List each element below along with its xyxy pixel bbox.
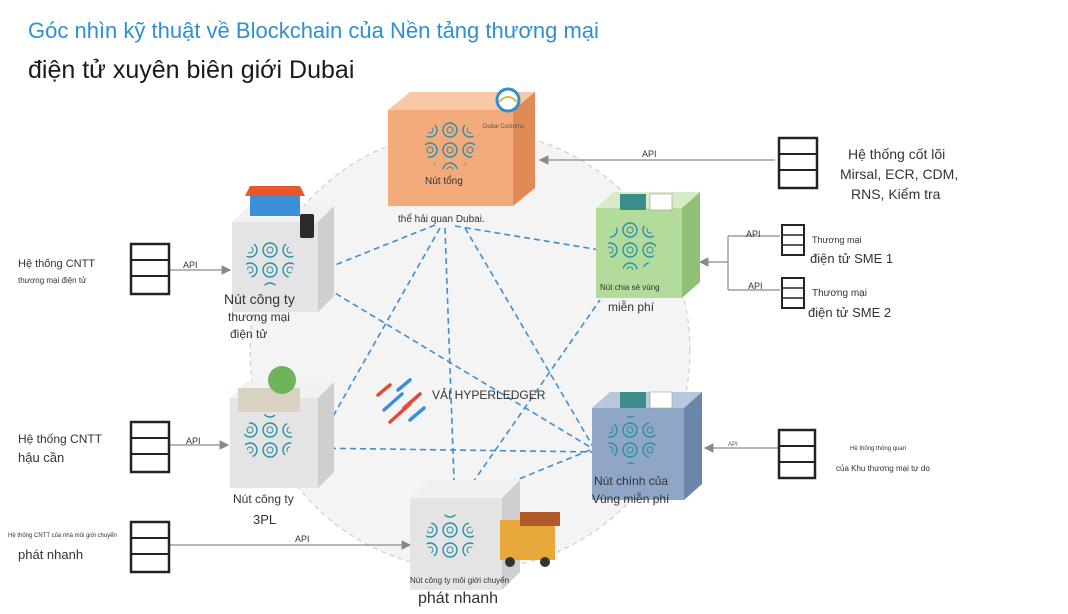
customs-node-cube (388, 92, 535, 206)
ecommerce-node-label-line1: Nút công ty (224, 291, 295, 307)
sme2-label-line2: điện tử SME 2 (808, 305, 892, 320)
api-label-it-ecommerce: API (183, 260, 198, 270)
ecommerce-node-label-line3: điện tử (230, 327, 268, 341)
sme1-label-line1: Thương mại (812, 235, 862, 245)
warehouse-icon (238, 366, 300, 412)
customs-node-sublabel: thể hải quan Dubai. (398, 214, 485, 225)
it-ecommerce-label-line1: Hệ thống CNTT (18, 258, 96, 270)
it-ecommerce-label-line2: thương mại điện tử (18, 276, 87, 285)
dubai-customs-logo (495, 87, 521, 113)
sme1-label-line2: điện tử SME 1 (810, 251, 894, 266)
core-system-label-line3: RNS, Kiểm tra (851, 186, 941, 202)
customs-node-label: Nút tổng (425, 176, 463, 187)
diagram-title-line2: điện tử xuyên biên giới Dubai (28, 56, 355, 84)
core-system-label-line2: Mirsal, ECR, CDM, (840, 166, 959, 182)
courier-node-label-line2: phát nhanh (418, 590, 499, 607)
server-icon-freezone (777, 428, 817, 480)
core-system-label-line1: Hệ thống cốt lõi (848, 146, 946, 162)
freezone-share-node-label-line2: miễn phí (608, 300, 655, 314)
freezone-system-label-line1: Hệ thống thông quan (850, 446, 907, 452)
server-icon-sme2 (781, 277, 805, 309)
logistics-node-label-line2: 3PL (253, 512, 277, 527)
freezone-main-node-cube (592, 391, 702, 500)
courier-node-label-line1: Nút công ty môi giới chuyển (410, 576, 510, 585)
shop-icon (245, 186, 314, 238)
delivery-truck-icon (500, 512, 560, 567)
sme2-label-line1: Thương mại (812, 288, 867, 299)
freezone-system-label-line2: của Khu thương mại tự do (836, 464, 930, 473)
server-icon-it-ecommerce (129, 242, 171, 296)
api-label-freezone: API (728, 442, 738, 448)
api-label-core: API (642, 149, 657, 159)
logistics-node-cube (230, 382, 334, 488)
server-icon-it-logistics (129, 420, 171, 474)
it-courier-label-line1: Hệ thống CNTT của nhà môi giới chuyển (8, 533, 117, 539)
dubai-customs-logo-text: Dubai Customs (483, 124, 525, 130)
it-logistics-label-line1: Hệ thống CNTT (18, 432, 103, 446)
it-courier-label-line2: phát nhanh (18, 547, 84, 562)
api-label-sme2: API (748, 281, 763, 291)
server-icon-sme1 (781, 224, 805, 256)
ecommerce-node-label-line2: thương mại (228, 310, 290, 324)
api-label-sme1: API (746, 229, 761, 239)
logistics-node-label-line1: Nút công ty (233, 492, 294, 506)
hyperledger-fabric-icon (376, 378, 426, 424)
server-icon-it-courier (129, 520, 171, 574)
diagram-title-line1: Góc nhìn kỹ thuật về Blockchain của Nền … (28, 18, 599, 43)
server-icon-core (777, 136, 819, 190)
api-label-it-courier: API (295, 534, 310, 544)
api-label-it-logistics: API (186, 436, 201, 446)
freezone-share-node-cube (596, 192, 700, 298)
api-connectors (170, 155, 780, 550)
hyperledger-label: VẢI HYPERLEDGER (432, 388, 546, 402)
freezone-main-node-label-line2: Vùng miễn phí (592, 492, 670, 506)
freezone-share-node-label-line1: Nút chia sẻ vùng (600, 283, 660, 292)
it-logistics-label-line2: hậu cần (18, 450, 65, 465)
freezone-main-node-label-line1: Nút chính của (594, 474, 669, 488)
